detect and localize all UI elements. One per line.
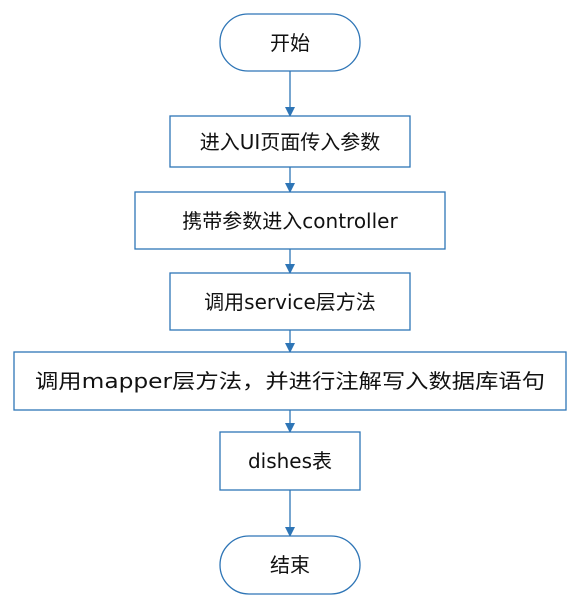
end-label: 结束: [270, 553, 310, 577]
step-mapper-label: 调用mapper层方法，并进行注解写入数据库语句: [35, 369, 545, 393]
step-controller-box: 携带参数进入controller: [134, 191, 446, 250]
start-terminal: 开始: [219, 13, 361, 72]
end-terminal: 结束: [219, 535, 361, 595]
step-mapper-box: 调用mapper层方法，并进行注解写入数据库语句: [13, 351, 567, 411]
step-service-label: 调用service层方法: [204, 290, 376, 314]
step-dishes-table-label: dishes表: [248, 449, 332, 473]
step-service-box: 调用service层方法: [169, 272, 411, 331]
step-dishes-table-box: dishes表: [219, 431, 361, 491]
step-controller-label: 携带参数进入controller: [182, 209, 398, 233]
start-label: 开始: [270, 31, 310, 55]
step-enter-ui-label: 进入UI页面传入参数: [200, 130, 381, 154]
step-enter-ui-box: 进入UI页面传入参数: [169, 115, 411, 168]
